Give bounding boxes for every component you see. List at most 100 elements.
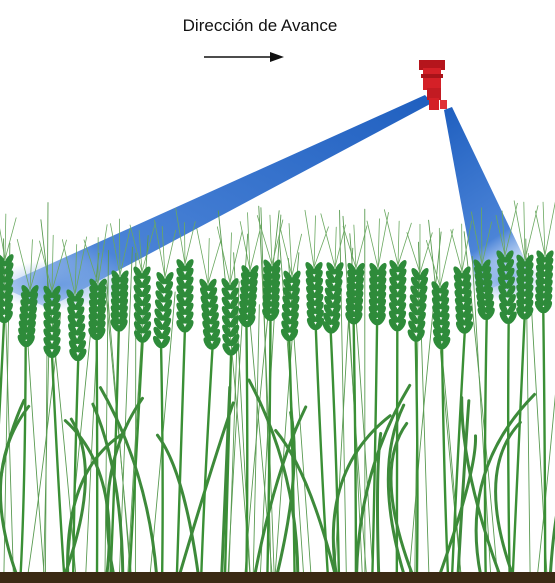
wheat-grain (524, 277, 534, 290)
wheat-grain (184, 311, 194, 324)
wheat-grain (163, 281, 174, 294)
wheat-grain (376, 305, 386, 319)
wheat-awn (366, 220, 379, 269)
wheat-grain (118, 319, 128, 332)
wheat-grain (368, 305, 378, 319)
wheat-stem (19, 340, 27, 577)
wheat-grain (397, 285, 407, 298)
wheat-grain (543, 293, 553, 306)
wheat-grain (239, 300, 249, 314)
wheat-stem (223, 351, 233, 577)
grass-blade (260, 207, 272, 576)
wheat-grain (118, 291, 129, 304)
wheat-awn (29, 239, 33, 291)
wheat-grain (536, 257, 546, 270)
wheat-grain (283, 279, 293, 292)
wheat-grain (51, 302, 61, 316)
wheat-grain (184, 293, 194, 307)
wheat-grain (222, 324, 232, 337)
wheat-grain (354, 276, 364, 290)
wheat-grain (89, 292, 99, 306)
spray-nozzle-icon (419, 60, 447, 110)
wheat-stem (95, 333, 99, 577)
wheat-grain (19, 306, 29, 319)
wheat-awn (304, 209, 315, 268)
wheat-awn (450, 229, 463, 272)
wheat-grain (281, 320, 291, 333)
wheat-grain (262, 308, 272, 321)
wheat-grain (439, 297, 450, 310)
wheat-grain (18, 327, 28, 340)
wheat-grain (184, 302, 194, 315)
wheat-grain (544, 257, 554, 270)
wheat-grain (207, 287, 218, 300)
wheat-leaf (548, 515, 555, 577)
wheat-grain (355, 262, 365, 276)
wheat-awn (542, 201, 546, 256)
wheat-grain (270, 287, 280, 300)
wheat-awn (291, 233, 302, 277)
wheat-leaf (0, 398, 26, 494)
wheat-grain (496, 250, 506, 263)
wheat-grain (43, 336, 53, 350)
wheat-awn (61, 239, 76, 295)
grass-blade (44, 202, 49, 576)
wheat-grain (289, 303, 300, 317)
wheat-grain (542, 300, 553, 314)
wheat-leaf (253, 405, 308, 577)
wheat-grain (389, 276, 399, 290)
wheat-grain (439, 281, 449, 294)
wheat-grain (454, 289, 464, 303)
wheat-grain (524, 292, 534, 305)
wheat-leaf (220, 385, 232, 577)
wheat-grain (88, 306, 98, 320)
wheat-grain (354, 283, 364, 297)
wheat-grain (432, 328, 443, 342)
wheat-grain (353, 304, 363, 318)
wheat-grain (306, 317, 317, 331)
wheat-awn (544, 201, 555, 256)
wheat-grain (389, 268, 399, 281)
wheat-grain (376, 291, 387, 304)
wheat-grain (133, 275, 143, 288)
wheat-grain (263, 266, 273, 279)
wheat-grain (535, 293, 545, 306)
wheat-grain (504, 250, 514, 263)
wheat-grain (271, 259, 281, 272)
wheat-grain (262, 301, 272, 314)
wheat-grain (43, 345, 53, 358)
wheat-awn (320, 213, 336, 268)
wheat-grain (535, 272, 545, 285)
wheat-grain (346, 276, 356, 290)
wheat-stem (245, 320, 249, 577)
wheat-awn (97, 224, 108, 285)
wheat-stem (440, 343, 450, 577)
wheat-stem (483, 313, 488, 577)
wheat-grain (484, 293, 494, 307)
wheat-grain (249, 265, 259, 278)
wheat-leaf (494, 420, 522, 577)
wheat-grain (347, 269, 357, 283)
wheat-stem (352, 317, 358, 577)
wheat-grain (323, 304, 333, 317)
wheat-grain (543, 279, 553, 292)
wheat-grain (376, 312, 386, 326)
wheat-grain (240, 279, 250, 292)
wheat-grain (210, 328, 221, 342)
wheat-grain (96, 299, 107, 313)
wheat-grain (0, 310, 5, 324)
wheat-grain (240, 272, 251, 285)
wheat-grain (152, 335, 163, 349)
wheat-grain (0, 262, 6, 275)
wheat-grain (524, 262, 534, 275)
wheat-grain (475, 280, 485, 293)
wheat-grain (221, 315, 232, 328)
wheat-awn (119, 228, 131, 276)
wheat-grain (4, 270, 14, 283)
wheat-grain (88, 313, 98, 327)
wheat-grain (230, 324, 240, 337)
wheat-grain (270, 308, 280, 321)
wheat-awn (501, 210, 506, 256)
wheat-awn (334, 224, 346, 268)
wheat-grain (368, 291, 379, 304)
